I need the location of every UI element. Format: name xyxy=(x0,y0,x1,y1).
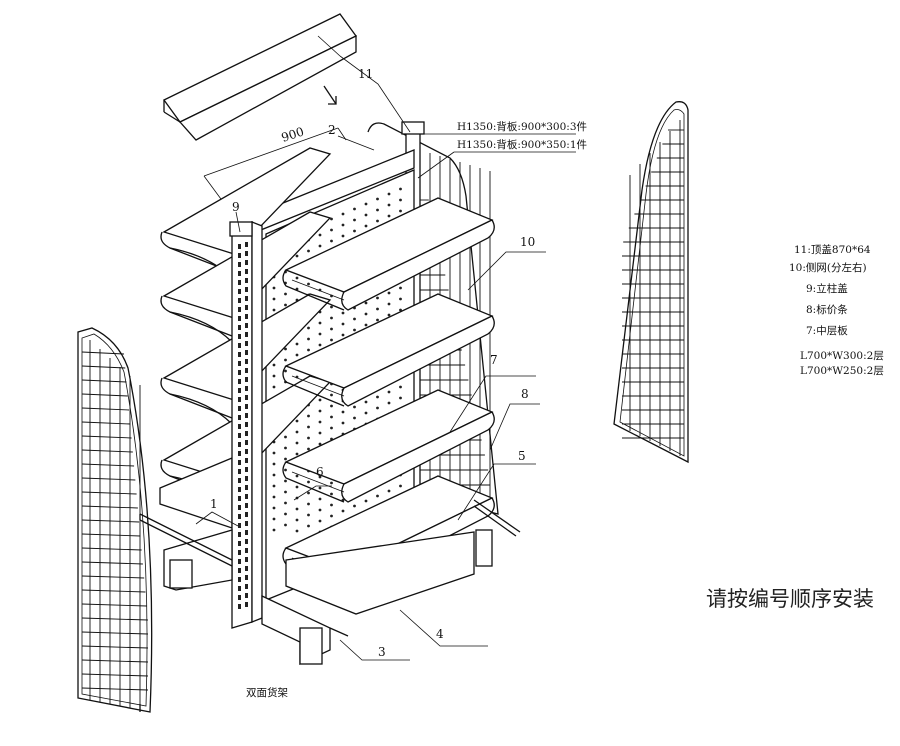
back-panel-note-1: H1350:背板:900*300:3件 xyxy=(457,120,587,133)
right-side-net-part xyxy=(613,101,689,464)
assembly-instruction: 请按编号顺序安装 xyxy=(706,587,874,611)
callout-11: 11 xyxy=(358,67,373,81)
callout-7: 7 xyxy=(490,353,498,367)
diagram-caption: 双面货架 xyxy=(246,686,288,699)
dimension-label: 900 xyxy=(280,124,306,144)
callout-10: 10 xyxy=(520,235,535,249)
legend-item-7: 7:中层板 xyxy=(806,324,848,337)
callout-leaders: 11 2 9 10 7 8 6 5 1 4 3 xyxy=(195,55,576,661)
callout-9: 9 xyxy=(232,200,240,214)
callout-1: 1 xyxy=(210,497,218,511)
callout-4: 4 xyxy=(436,627,444,641)
assembly-arrow-icon xyxy=(323,85,337,105)
legend-item-size-1: L700*W300:2层 xyxy=(800,350,884,362)
legend-item-9: 9:立柱盖 xyxy=(806,282,848,295)
top-cap-part xyxy=(163,13,357,141)
callout-3: 3 xyxy=(378,645,386,659)
callout-5: 5 xyxy=(518,449,526,463)
callout-2: 2 xyxy=(328,123,336,137)
shelf-unit xyxy=(139,121,521,666)
left-side-net-part xyxy=(77,327,153,713)
back-panel-note-2: H1350:背板:900*350:1件 xyxy=(457,138,587,151)
legend-item-8: 8:标价条 xyxy=(806,303,848,316)
callout-8: 8 xyxy=(521,387,529,401)
parts-legend: 11:顶盖870*64 10:侧网(分左右) 9:立柱盖 8:标价条 7:中层板… xyxy=(789,243,884,377)
legend-item-size-2: L700*W250:2层 xyxy=(800,365,884,377)
legend-item-11: 11:顶盖870*64 xyxy=(794,243,871,256)
callout-6: 6 xyxy=(316,465,324,479)
legend-item-10: 10:侧网(分左右) xyxy=(789,261,867,274)
